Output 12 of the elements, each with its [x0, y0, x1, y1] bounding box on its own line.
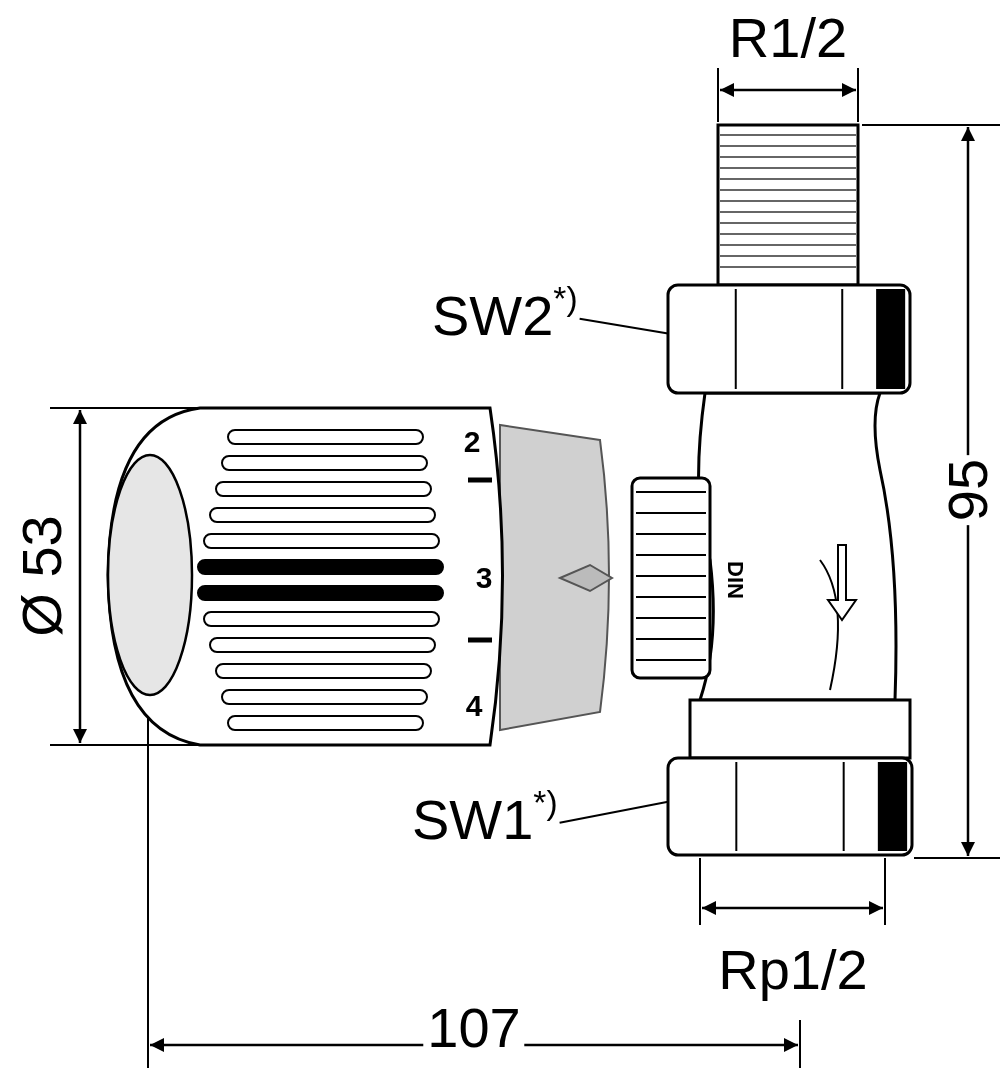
hex-nut-drawing: [666, 756, 914, 857]
scale-number: 4: [465, 691, 483, 721]
leader-line: [578, 317, 669, 335]
marking-text: DIN: [724, 561, 746, 599]
part-label: SW2$^{*)}$: [432, 288, 578, 344]
part-label: SW1$^{*)}$: [412, 792, 558, 848]
scale-number: 2: [463, 427, 481, 457]
leader-line: [558, 800, 669, 824]
dimension-label: Ø 53: [14, 515, 70, 637]
scale-number: 3: [475, 563, 493, 593]
dimension-label: R1/2: [728, 10, 848, 66]
hex-nut-drawing: [666, 283, 912, 395]
